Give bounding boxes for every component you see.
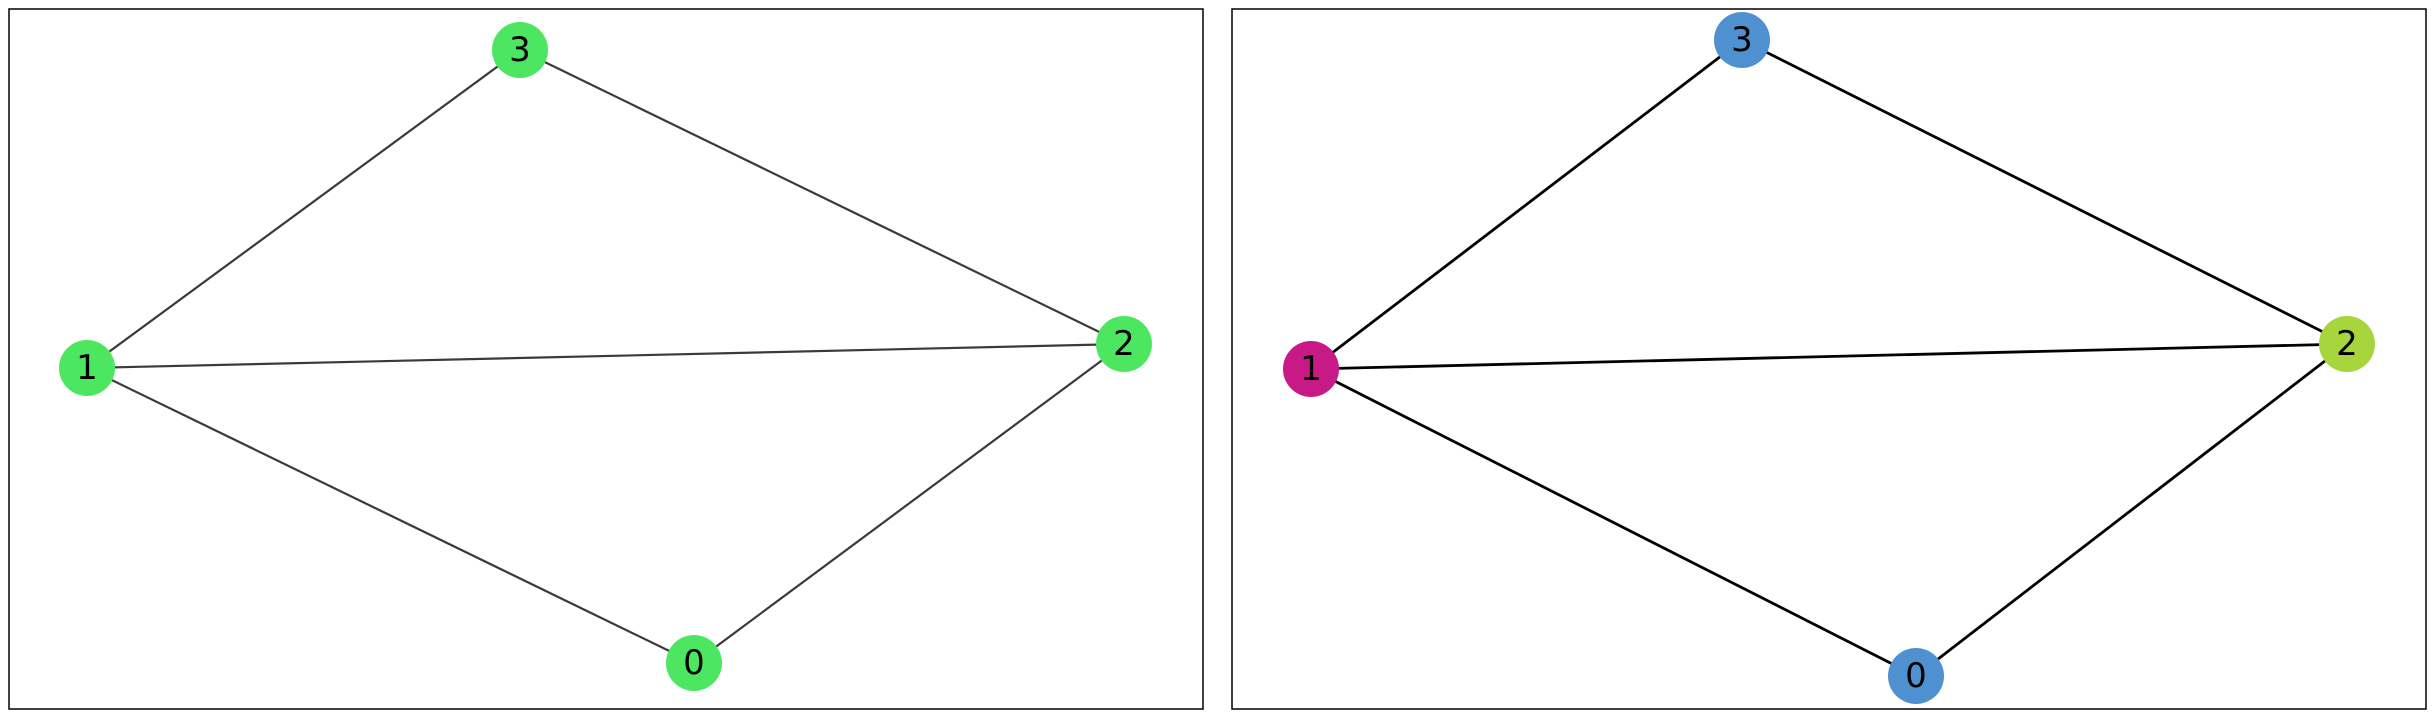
node-3-circle-left [492,22,548,78]
edge-1-3-left [86,49,521,369]
edges-left [86,49,1125,664]
edge-3-2-left [519,49,1125,345]
node-1-circle-right [1283,341,1339,397]
node-0-left: 0 [666,635,722,691]
node-3-circle-right [1714,12,1770,68]
edge-3-2-right [1741,38,2348,346]
node-0-label-right: 0 [1905,656,1927,696]
node-1-left: 1 [59,340,115,396]
edge-1-0-right [1310,367,1917,678]
node-1-right: 1 [1283,341,1339,397]
node-3-right: 3 [1714,12,1770,68]
graph-panel-left: 0 1 2 3 [8,8,1204,710]
node-1-label-right: 1 [1300,349,1322,389]
panel-frame-left [8,8,1204,710]
nodes-right: 0 1 2 3 [1283,12,2375,704]
node-0-circle-right [1888,648,1944,704]
node-0-right: 0 [1888,648,1944,704]
node-2-circle-left [1096,316,1152,372]
node-3-left: 3 [492,22,548,78]
edge-1-3-right [1310,38,1743,371]
node-2-left: 2 [1096,316,1152,372]
node-3-label-left: 3 [509,30,531,70]
edge-1-2-left [86,342,1125,370]
edges-right [1310,38,2348,678]
panel-frame-right [1231,8,2427,710]
node-1-label-left: 1 [76,348,98,388]
node-0-circle-left [666,635,722,691]
edge-1-2-right [1310,342,2348,371]
graph-panel-right: 0 1 2 3 [1231,8,2427,710]
node-0-label-left: 0 [683,643,705,683]
nodes-left: 0 1 2 3 [59,22,1152,691]
edge-1-0-left [86,367,695,664]
edge-0-2-left [693,343,1125,664]
node-1-circle-left [59,340,115,396]
node-2-label-right: 2 [2336,324,2358,364]
node-2-circle-right [2319,316,2375,372]
edge-0-2-right [1915,342,2348,678]
node-2-label-left: 2 [1113,324,1135,364]
node-2-right: 2 [2319,316,2375,372]
node-3-label-right: 3 [1731,20,1753,60]
